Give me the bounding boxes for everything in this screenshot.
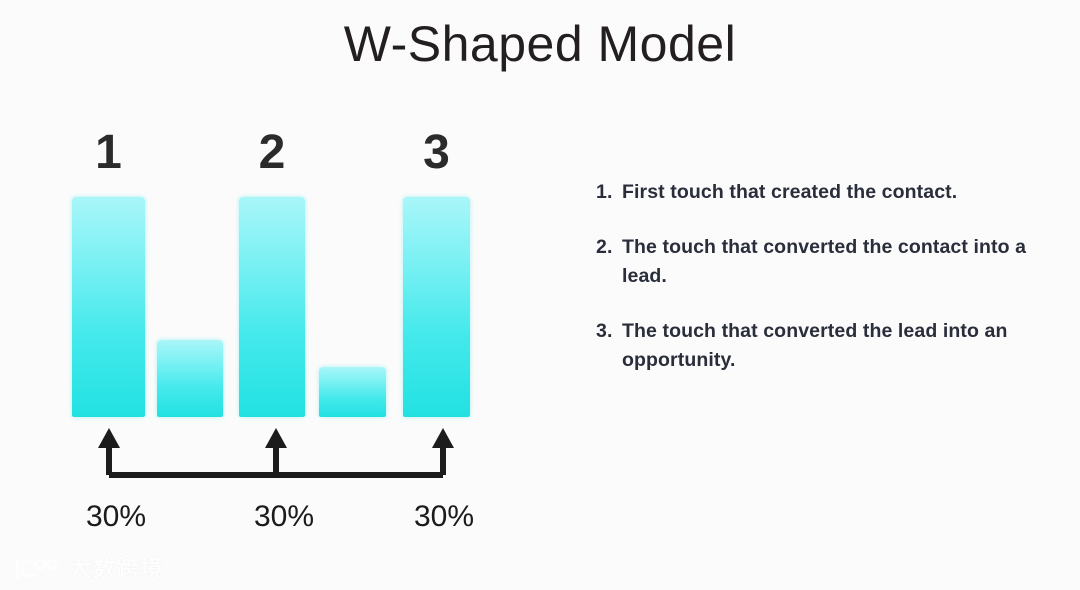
watermark-text: 大数跨境	[68, 555, 164, 582]
explanation-item-number: 3.	[596, 320, 613, 343]
brand-logo-icon	[15, 558, 57, 580]
explanation-item-text: The touch that converted the lead into a…	[622, 320, 1008, 371]
bracket-arrowhead-1	[98, 428, 120, 448]
explanation-item-text: First touch that created the contact.	[622, 181, 958, 203]
explanation-item-1: 1. First touch that created the contact.	[596, 178, 1058, 206]
explanation-list: 1. First touch that created the contact. 2…	[596, 178, 1058, 374]
bar-index-label-2: 2	[258, 126, 286, 179]
bar-4	[319, 367, 386, 417]
bar-2	[157, 340, 223, 417]
bar-chart: 1 2 3 30% 30% 30%	[72, 126, 475, 533]
explanation-item-number: 2.	[596, 236, 613, 259]
explanation-item-2: 2. The touch that converted the contact i…	[596, 233, 1058, 290]
allocation-label-3: 30%	[413, 500, 475, 533]
allocation-label-1: 30%	[85, 500, 147, 533]
allocation-label-2: 30%	[253, 500, 315, 533]
page-title: W-Shaped Model	[343, 16, 737, 72]
bar-3	[239, 197, 305, 417]
bracket-arrowhead-3	[432, 428, 454, 448]
explanation-item-text: The touch that converted the contact int…	[622, 236, 1027, 287]
bracket-arrowhead-2	[265, 428, 287, 448]
bar-5	[403, 197, 470, 417]
bar-1	[72, 197, 145, 417]
watermark: 大数跨境	[10, 556, 164, 582]
bar-index-label-3: 3	[423, 126, 450, 179]
explanation-item-3: 3. The touch that converted the lead into…	[596, 317, 1058, 374]
bar-index-label-1: 1	[95, 126, 122, 179]
explanation-item-number: 1.	[596, 181, 613, 203]
